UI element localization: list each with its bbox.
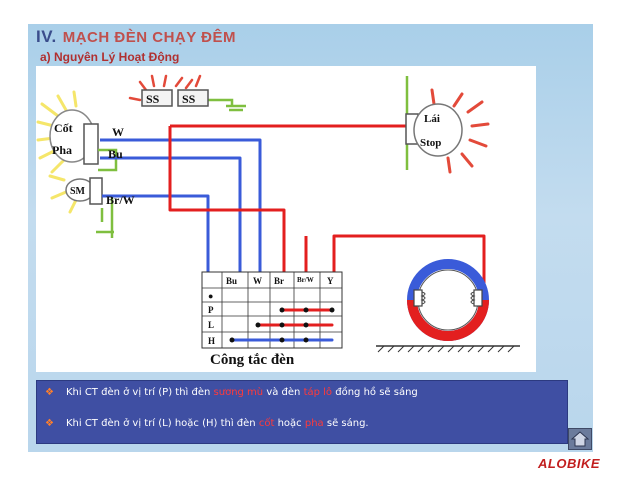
switch-table-caption: Công tắc đèn: [210, 352, 295, 368]
note-text: hoặc: [277, 418, 302, 429]
note-item-1: ❖ Khi CT đèn ở vị trí (P) thì đèn sương m…: [45, 387, 418, 398]
wire-label-w: W: [112, 125, 124, 139]
switch-table: Bu W Br Br/W Y ● P L H Công tắc đèn: [201, 271, 343, 368]
ss-label-2: SS: [182, 92, 196, 106]
table-col-w: W: [253, 276, 262, 286]
bullet-icon: ❖: [45, 418, 54, 429]
home-button[interactable]: [568, 428, 592, 450]
table-col-bu: Bu: [226, 276, 237, 286]
taillight-label-1: Lái: [424, 113, 440, 125]
page-title: IV. MẠCH ĐÈN CHẠY ĐÊM: [36, 27, 236, 47]
table-col-brw: Br/W: [297, 276, 314, 284]
wiring-diagram: Cốt Pha SM SS SS: [36, 66, 536, 372]
wire-label-bu: Bu: [108, 147, 123, 161]
page-subtitle: a) Nguyên Lý Hoạt Động: [40, 50, 180, 64]
note-highlight: táp lô: [303, 387, 333, 398]
bullet-icon: ❖: [45, 387, 54, 398]
table-col-y: Y: [327, 276, 334, 286]
note-item-2: ❖ Khi CT đèn ở vị trí (L) hoặc (H) thì đè…: [45, 418, 369, 429]
note-text: và đèn: [266, 387, 301, 398]
notes-panel: ❖ Khi CT đèn ở vị trí (P) thì đèn sương m…: [36, 380, 568, 444]
home-icon: [570, 431, 590, 447]
table-col-br: Br: [274, 276, 284, 286]
table-row-p: P: [208, 305, 214, 315]
section-number: IV.: [36, 27, 57, 46]
table-row-h: H: [208, 336, 215, 346]
note-text: sẽ sáng.: [326, 418, 369, 429]
taillight-rays: [430, 88, 490, 174]
table-row-dot: ●: [208, 291, 213, 301]
note-text: Khi CT đèn ở vị trí (P) thì đèn: [65, 387, 211, 398]
taillight-bulb: [413, 103, 463, 157]
title-text: MẠCH ĐÈN CHẠY ĐÊM: [62, 29, 236, 46]
table-row-l: L: [208, 320, 214, 330]
speedometer-label: SM: [70, 186, 86, 197]
wire-label-brw: Br/W: [106, 193, 135, 207]
note-highlight: sương mù: [213, 387, 264, 398]
note-highlight: pha: [304, 418, 324, 429]
taillight-label-2: Stop: [420, 137, 441, 149]
headlight-label-1: Cốt: [54, 121, 73, 135]
note-text: Khi CT đèn ở vị trí (L) hoặc (H) thì đèn: [65, 418, 256, 429]
note-text: đồng hồ sẽ sáng: [335, 387, 418, 398]
ss-switches: SS SS: [128, 74, 209, 107]
magneto: [376, 259, 520, 353]
brand-logo: ALOBIKE: [538, 456, 600, 471]
note-highlight: cốt: [258, 418, 275, 429]
headlight-label-2: Pha: [52, 143, 72, 157]
ss-label-1: SS: [146, 92, 160, 106]
